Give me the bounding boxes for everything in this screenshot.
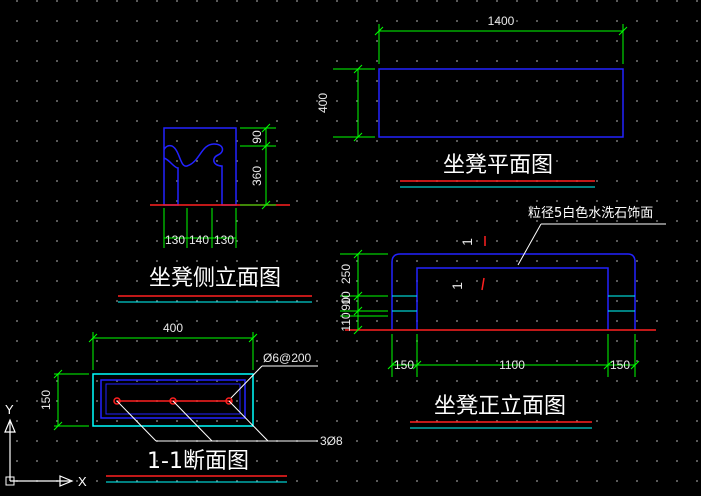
side-top-dim: 90 [250,130,264,144]
side-outline [163,127,237,206]
front-dim-mid: 1100 [499,358,525,372]
front-dim-110: 110 [339,312,353,331]
front-title: 坐凳正立面图 [434,394,566,419]
section-mark-label-top: 1 [459,238,475,246]
section-height-dim: 150 [39,390,53,410]
rebar-stirrup-label: Ø6@200 [263,351,312,365]
rebar-dot [113,397,121,405]
front-dim-90: 90 [339,297,353,311]
front-dim-right: 150 [610,358,630,372]
front-seat-outline [416,267,609,330]
plan-width-dim: 1400 [488,14,515,28]
ucs-axis-icon: Y X [4,402,87,489]
section-stirrup-outer [100,379,246,419]
main-rebar-leader-2 [172,400,213,442]
finish-leader [517,223,542,266]
section-mark-label-bottom: 1 [449,282,465,290]
plan-view: 1400 400 坐凳平面图 [316,14,628,188]
main-rebar-leader-3 [228,400,269,442]
finish-note: 粒径5白色水洗石饰面 [528,205,653,221]
rebar-main-label: 3Ø8 [320,434,343,448]
section-width-dim: 400 [163,321,183,335]
main-rebar-leader-1 [116,400,157,442]
rebar-dot [169,397,177,405]
section-view: Ø6@200 3Ø8 400 150 1-1断面图 [39,321,343,483]
side-elevation-view: 90 360 130 140 130 坐凳侧立面图 [118,123,312,303]
side-dim-a: 130 [165,233,185,247]
section-concrete-outline [92,373,254,427]
front-dim-left: 150 [394,358,414,372]
ucs-y-label: Y [5,402,14,417]
plan-depth-dim: 400 [316,93,330,113]
plan-title: 坐凳平面图 [443,153,553,178]
front-elevation-view: 1 1 粒径5白色水洗石饰面 250 10 90 110 150 1100 15… [339,205,666,429]
stirrup-leader [230,365,263,399]
side-dim-b: 140 [189,233,209,247]
section-stirrup-inner [105,383,241,415]
section-mark-bottom [481,277,485,291]
front-outer-outline [391,253,636,330]
front-dim-10: 10 [339,291,353,305]
rebar-dot [225,397,233,405]
plan-outline [378,68,624,138]
side-dim-c: 130 [214,233,234,247]
ucs-x-label: X [78,474,87,489]
front-dim-250: 250 [339,264,353,284]
side-body-dim: 360 [250,166,264,186]
side-title: 坐凳侧立面图 [149,266,281,291]
section-title: 1-1断面图 [147,449,249,474]
